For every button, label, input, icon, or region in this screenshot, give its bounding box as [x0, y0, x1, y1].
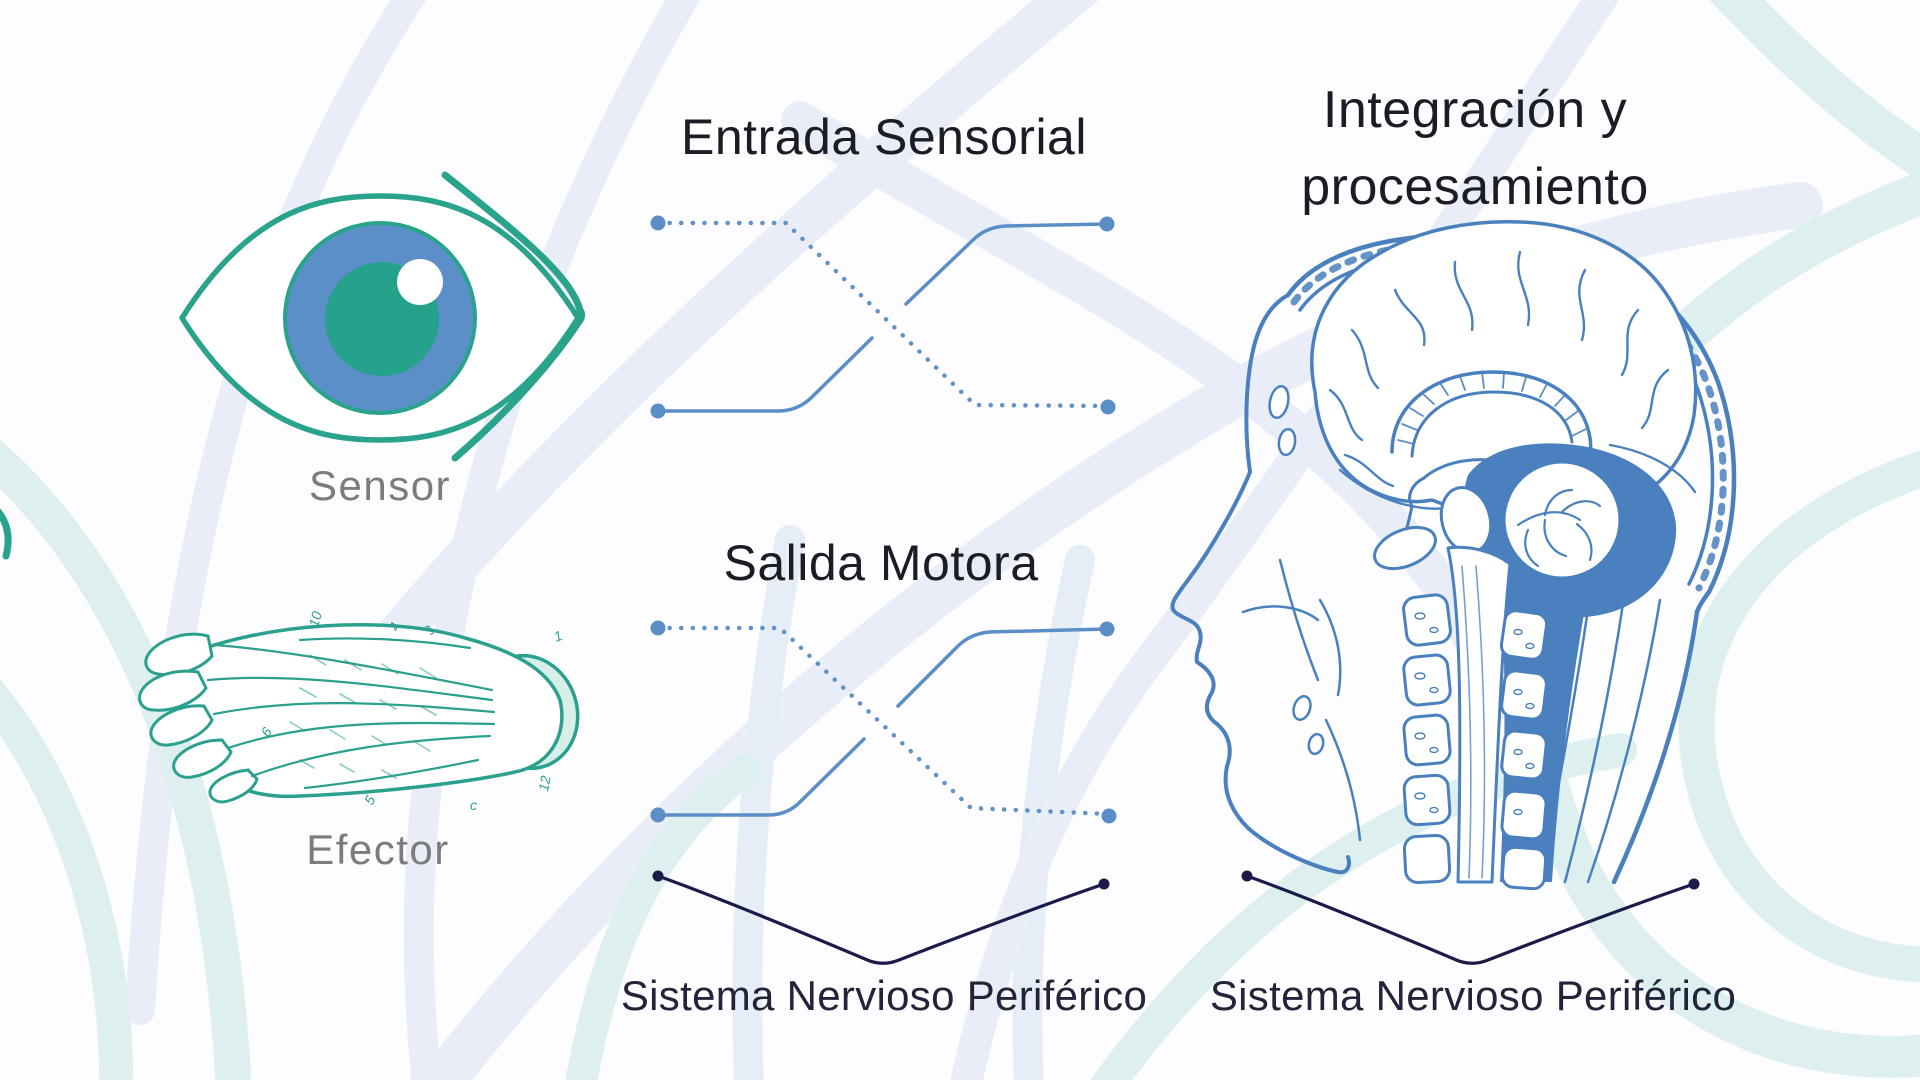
entrada-node-dots — [650, 215, 1116, 419]
salida-node-dots — [650, 620, 1117, 824]
foot-annotation: 12 — [535, 774, 553, 792]
salida-solid-path — [896, 627, 1109, 708]
integracion-title-line2: procesamiento — [1301, 158, 1649, 216]
eye-highlight — [397, 259, 443, 305]
salida-title: Salida Motora — [723, 535, 1039, 591]
eye-illustration — [179, 193, 581, 443]
entrada-connector — [650, 215, 1116, 419]
snp-right-label: Sistema Nervioso Periférico — [1209, 972, 1737, 1019]
foot-annotation: 10 — [305, 609, 325, 628]
snp-left-bracket — [652, 870, 1110, 965]
integracion-title-line1: Integración y — [1322, 81, 1628, 139]
snp-right-bracket — [1241, 870, 1700, 965]
sensor-label: Sensor — [308, 462, 452, 509]
brain-illustration — [1170, 220, 1737, 891]
salida-connector — [650, 620, 1117, 824]
integracion-title: Integración y procesamiento — [1301, 72, 1649, 226]
efector-label: Efector — [306, 826, 450, 873]
foot-annotation: 1 — [552, 627, 565, 645]
salida-solid-path — [656, 737, 866, 817]
entrada-title: Entrada Sensorial — [681, 109, 1087, 165]
foot-annotation: 5 — [361, 793, 379, 808]
entrada-solid-path — [904, 222, 1109, 306]
entrada-solid-path — [656, 336, 874, 413]
snp-left-label: Sistema Nervioso Periférico — [620, 972, 1148, 1019]
foot-illustration: 10 4 3 5 6 c 1 12 — [138, 609, 580, 813]
teal-arc-fragment — [0, 171, 586, 560]
salida-dotted-path — [655, 625, 1112, 817]
foot-annotation: c — [470, 797, 477, 813]
